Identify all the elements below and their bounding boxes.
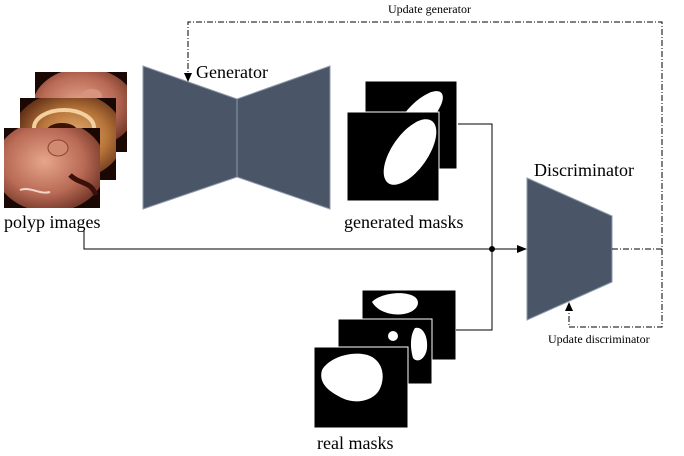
feedback-loops bbox=[184, 21, 663, 328]
junction-dot bbox=[489, 246, 495, 252]
update-discriminator-label: Update discriminator bbox=[548, 332, 650, 346]
generator-block bbox=[142, 65, 331, 210]
arrowhead-icon bbox=[184, 73, 192, 82]
polyp-to-junction-line bbox=[83, 231, 492, 250]
generator-label: Generator bbox=[196, 62, 268, 82]
update-generator-label: Update generator bbox=[388, 2, 471, 16]
arrowhead-icon bbox=[517, 245, 527, 253]
update-generator-loop bbox=[187, 21, 663, 250]
discriminator-block bbox=[526, 177, 613, 321]
real-masks-label: real masks bbox=[317, 433, 393, 453]
polyp-images-label: polyp images bbox=[4, 212, 101, 232]
flow-connectors bbox=[83, 123, 527, 331]
update-discriminator-loop bbox=[568, 249, 663, 328]
polyp-image-front bbox=[4, 128, 100, 208]
real-to-junction-line bbox=[456, 249, 493, 331]
arrowhead-icon bbox=[565, 302, 573, 311]
generator-decoder bbox=[236, 65, 331, 210]
discriminator-label: Discriminator bbox=[534, 160, 634, 180]
real-mask-stack bbox=[313, 289, 457, 429]
generator-encoder bbox=[142, 65, 238, 210]
polyp-image-stack bbox=[4, 72, 127, 208]
generated-to-junction-line bbox=[458, 123, 493, 249]
generated-masks-label: generated masks bbox=[344, 212, 463, 232]
generated-mask-stack bbox=[346, 80, 458, 202]
